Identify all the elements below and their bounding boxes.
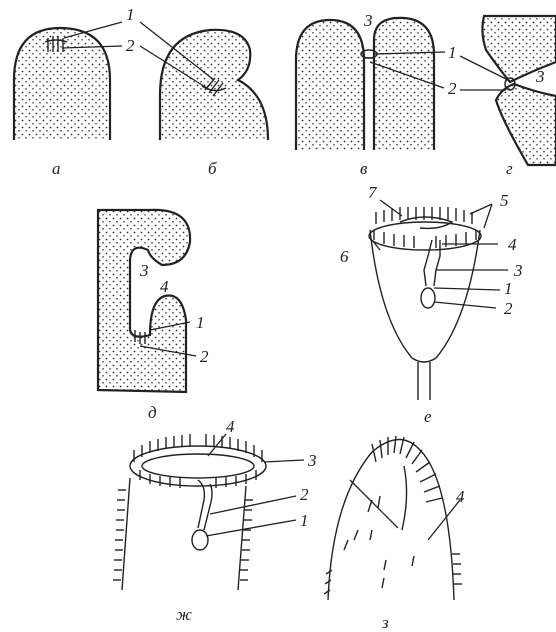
- cell-body-v-right: [374, 18, 434, 150]
- panel-z: 4 з: [324, 436, 465, 632]
- cell-body-v-left: [296, 20, 364, 150]
- label-4: 4: [226, 417, 235, 436]
- cell-body-b: [160, 30, 268, 140]
- cell-body-d: [98, 210, 190, 392]
- label-2: 2: [504, 299, 513, 318]
- body-wall-left: [113, 478, 130, 590]
- adoral-zone: [402, 466, 407, 530]
- cell-outline-z: [328, 439, 454, 600]
- label-1: 1: [448, 43, 457, 62]
- peristome-rim: [369, 222, 481, 250]
- panel-caption-a: а: [52, 159, 61, 178]
- body-wall-right: [238, 486, 253, 590]
- leader-line: [434, 288, 500, 290]
- cytostome: [192, 530, 208, 550]
- panel-caption-z: з: [381, 613, 389, 632]
- cirri-z: [324, 496, 462, 594]
- leader-line: [350, 480, 398, 528]
- label-4: 4: [160, 277, 169, 296]
- panel-caption-e: е: [424, 407, 432, 426]
- membranelle-fringe: [374, 207, 476, 248]
- label-1: 1: [504, 279, 513, 298]
- cytostome: [421, 288, 435, 308]
- oral-funnel: [198, 480, 212, 530]
- panel-caption-g: г: [506, 159, 513, 178]
- label-4: 4: [508, 235, 517, 254]
- panel-d: 3 4 1 2 д: [98, 210, 209, 422]
- label-3: 3: [513, 261, 523, 280]
- panel-caption-zh: ж: [176, 605, 192, 624]
- label-3: 3: [535, 67, 545, 86]
- label-1: 1: [126, 5, 135, 24]
- label-2: 2: [448, 79, 457, 98]
- peristome-ring-inner: [142, 454, 254, 478]
- label-7: 7: [368, 183, 378, 202]
- label-3: 3: [139, 261, 149, 280]
- label-1: 1: [196, 313, 205, 332]
- panel-zh: 4 3 2 1 ж: [113, 417, 317, 624]
- label-5: 5: [500, 191, 509, 210]
- leader-line: [208, 434, 226, 456]
- cell-body-a: [14, 28, 110, 140]
- leader-line: [206, 520, 296, 536]
- leader-line: [210, 496, 296, 514]
- leader-line: [372, 240, 380, 250]
- panel-g: 3 г: [460, 16, 556, 178]
- panel-e: 7 5 4 6 3 1 2 е: [340, 183, 523, 426]
- label-2: 2: [300, 485, 309, 504]
- panel-v: 3 1 2 в: [296, 11, 457, 178]
- label-3: 3: [363, 11, 373, 30]
- panel-b: 1 2 б: [126, 5, 268, 178]
- vestibulum: [424, 240, 440, 286]
- leader-line: [264, 460, 304, 462]
- label-2: 2: [200, 347, 209, 366]
- label-6: 6: [340, 247, 349, 266]
- panel-caption-b: б: [208, 159, 217, 178]
- label-1: 1: [300, 511, 309, 530]
- panel-caption-v: в: [360, 159, 368, 178]
- panel-a: а: [14, 22, 122, 178]
- cell-body-g-bottom: [496, 84, 556, 165]
- membranelle-ring: [134, 434, 262, 488]
- panel-caption-d: д: [148, 403, 157, 422]
- label-4: 4: [456, 487, 465, 506]
- label-3: 3: [307, 451, 317, 470]
- label-2: 2: [126, 36, 135, 55]
